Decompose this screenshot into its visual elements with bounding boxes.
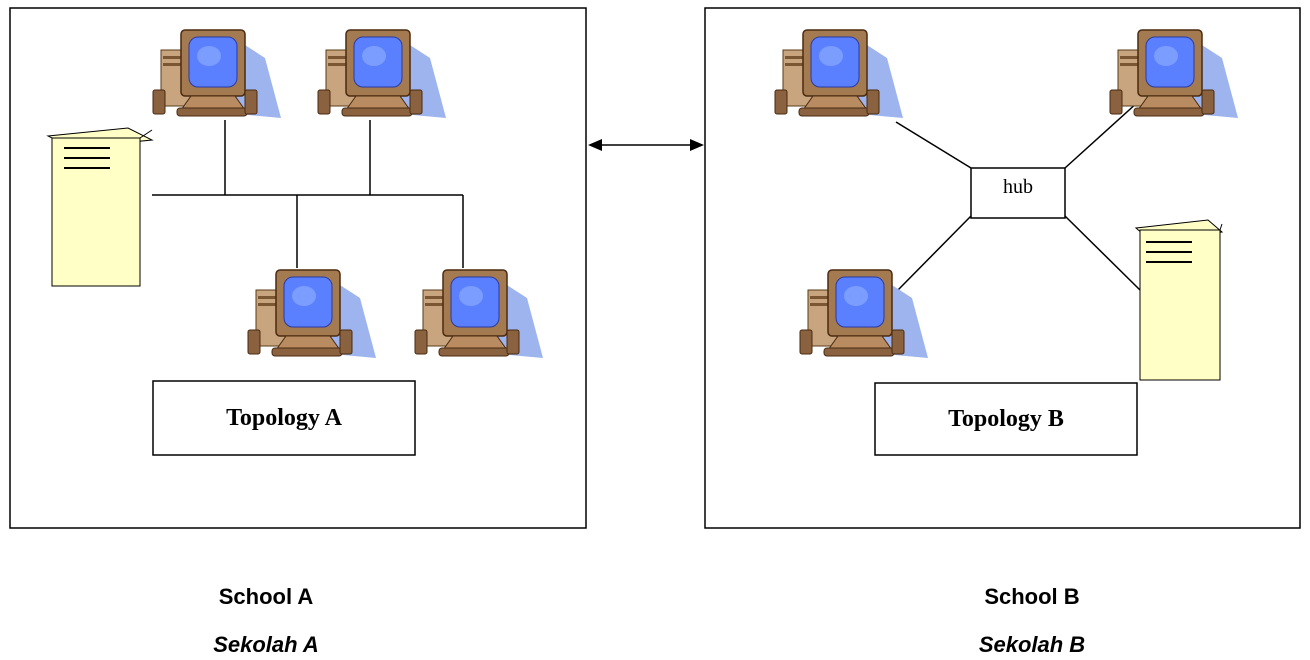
school-a-frame [9, 7, 587, 529]
server-a [46, 127, 154, 287]
computer-icon [247, 269, 377, 359]
school-b-frame [704, 7, 1301, 529]
topology-a-label-box [152, 380, 416, 456]
school-b-name: School B [984, 584, 1080, 609]
hub-box [970, 167, 1066, 219]
computer-icon [152, 29, 282, 119]
bus-lines [152, 120, 464, 268]
computer-icon [774, 29, 904, 119]
school-a-name-malay: Sekolah A [213, 632, 319, 657]
computer-icon [799, 269, 929, 359]
computer-icon [1109, 29, 1239, 119]
star-lines [895, 101, 1141, 291]
school-b-name-malay: Sekolah B [978, 632, 1086, 657]
school-a-name: School A [218, 584, 314, 609]
computer-icon [414, 269, 544, 359]
topology-b-label-box [874, 382, 1138, 456]
topology-b-label: Topology B [948, 406, 1064, 432]
topology-a-label: Topology A [226, 405, 342, 431]
connection-arrow [588, 139, 704, 151]
hub-label: hub [1003, 176, 1033, 198]
server-b [1134, 219, 1224, 381]
computer-icon [317, 29, 447, 119]
